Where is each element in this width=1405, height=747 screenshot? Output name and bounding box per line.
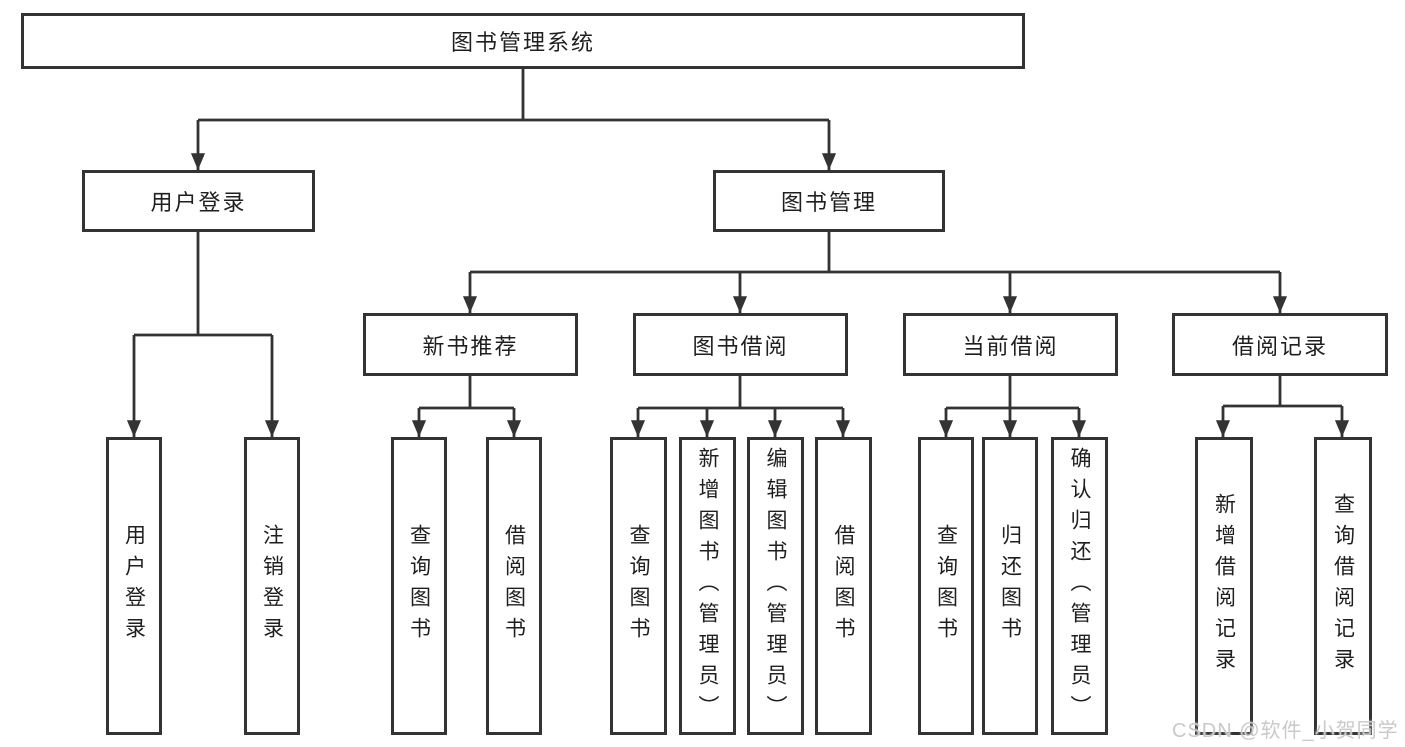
node-book-management: 图书管理 [713,170,945,232]
leaf-user-login: 用户登录 [106,437,162,735]
leaf-query-books-borrow-label: 查询图书 [627,524,650,648]
leaf-edit-books-admin: 编辑图书（管理员） [747,437,804,735]
leaf-borrow-books-label: 借阅图书 [832,524,855,648]
leaf-user-login-label: 用户登录 [122,524,146,648]
leaf-logout: 注销登录 [244,437,300,735]
node-current-borrow-label: 当前借阅 [962,333,1059,359]
leaf-add-books-admin-label: 新增图书（管理员） [696,446,719,726]
leaf-query-books-current-label: 查询图书 [934,524,958,648]
leaf-query-borrow-record-label: 查询借阅记录 [1331,493,1355,679]
node-book-borrow: 图书借阅 [633,313,848,376]
leaf-query-books-recommend-label: 查询图书 [407,524,431,648]
leaf-confirm-return-admin: 确认归还（管理员） [1051,437,1108,735]
leaf-add-borrow-record-label: 新增借阅记录 [1212,493,1236,679]
node-current-borrow: 当前借阅 [903,313,1118,376]
node-user-login-label: 用户登录 [150,190,247,215]
node-book-borrow-label: 图书借阅 [692,333,789,359]
leaf-edit-books-admin-label: 编辑图书（管理员） [764,446,787,726]
leaf-logout-label: 注销登录 [260,524,284,648]
leaf-borrow-books: 借阅图书 [815,437,872,735]
leaf-query-books-recommend: 查询图书 [391,437,447,735]
leaf-add-borrow-record: 新增借阅记录 [1195,437,1253,735]
node-borrow-records: 借阅记录 [1172,313,1388,376]
node-root-library-system: 图书管理系统 [21,13,1025,69]
leaf-query-borrow-record: 查询借阅记录 [1314,437,1372,735]
csdn-watermark: CSDN @软件_小贺同学 [1172,720,1399,742]
node-new-book-recommend-label: 新书推荐 [422,333,519,359]
leaf-query-books-current: 查询图书 [918,437,974,735]
leaf-add-books-admin: 新增图书（管理员） [679,437,736,735]
leaf-borrow-books-recommend: 借阅图书 [486,437,542,735]
node-root-label: 图书管理系统 [450,30,595,55]
leaf-confirm-return-admin-label: 确认归还（管理员） [1068,446,1091,726]
leaf-borrow-books-recommend-label: 借阅图书 [502,524,526,648]
leaf-return-books-label: 归还图书 [998,524,1022,648]
node-user-login: 用户登录 [82,170,315,232]
node-new-book-recommend: 新书推荐 [363,313,578,376]
leaf-query-books-borrow: 查询图书 [610,437,667,735]
node-book-management-label: 图书管理 [780,190,877,215]
node-borrow-records-label: 借阅记录 [1231,333,1328,359]
leaf-return-books: 归还图书 [982,437,1038,735]
